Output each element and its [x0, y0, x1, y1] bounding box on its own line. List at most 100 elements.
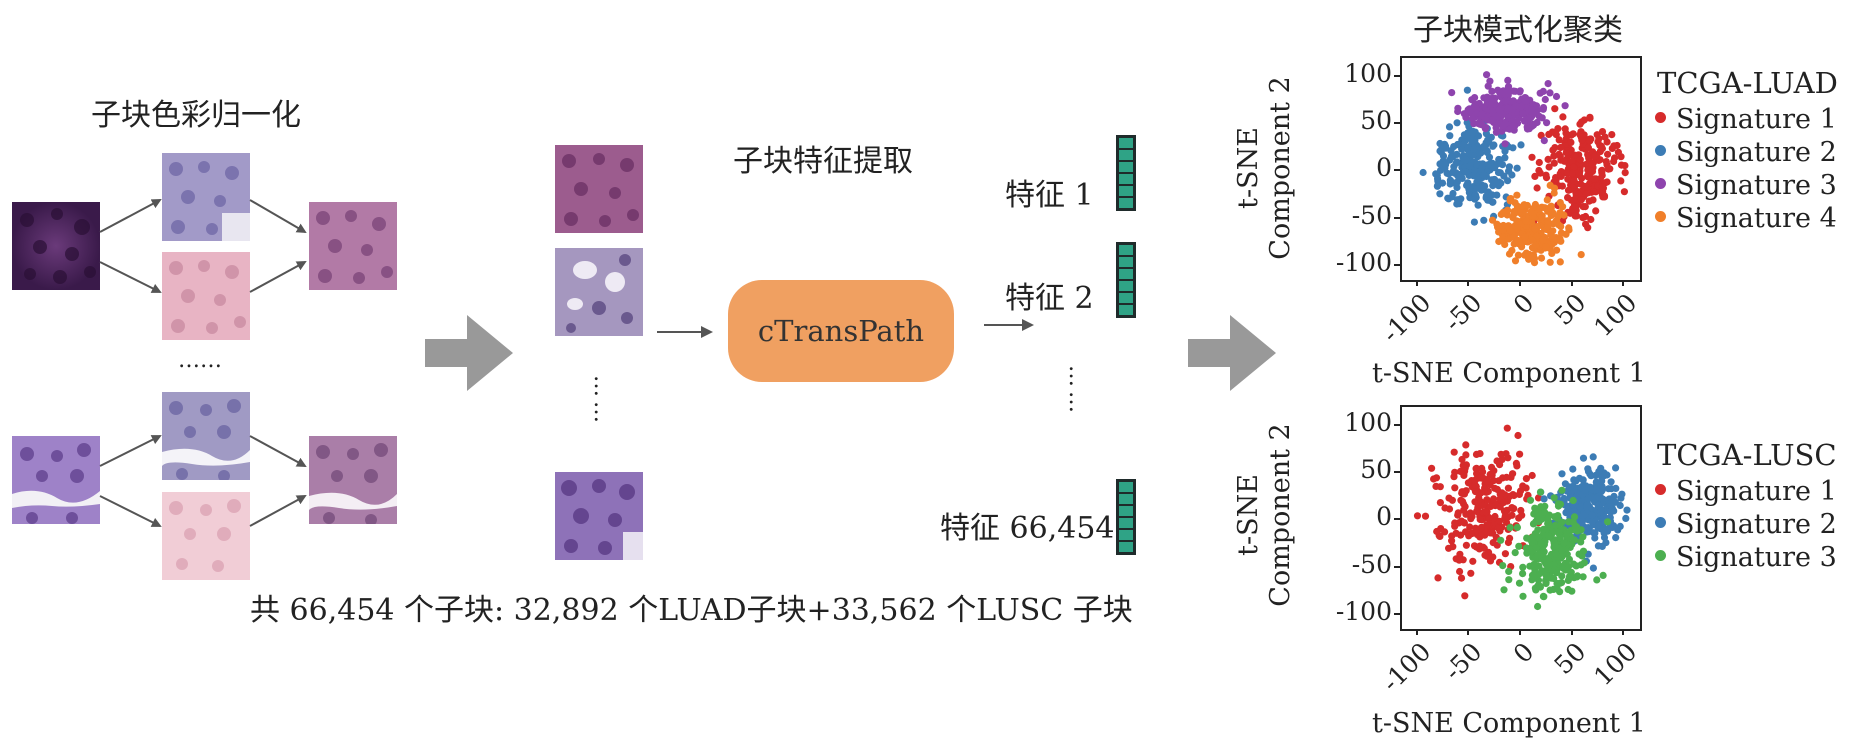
scatter-point — [1564, 186, 1573, 194]
scatter-point — [1504, 538, 1512, 547]
scatter-point — [1555, 136, 1563, 144]
scatter-point — [1543, 196, 1551, 204]
scatter-point — [1594, 501, 1602, 510]
scatter-point — [1474, 201, 1482, 209]
scatter-point — [1471, 488, 1480, 496]
scatter-point — [1508, 504, 1516, 512]
scatter-point — [1566, 572, 1574, 580]
scatter-point — [1598, 144, 1606, 153]
ctranspath-model-box: cTransPath — [728, 280, 954, 382]
scatter-point — [1481, 484, 1489, 492]
scatter-point — [1469, 557, 1477, 565]
reference-tile-4 — [162, 492, 250, 580]
scatter-point — [1464, 144, 1472, 152]
plot1-legend-title: TCGA-LUAD — [1657, 66, 1838, 100]
scatter-point — [1532, 102, 1541, 110]
scatter-point — [1556, 235, 1564, 243]
scatter-point — [1471, 476, 1479, 484]
plot1-legend-item: Signature 3 — [1655, 170, 1837, 201]
plot2-ytick-mark — [1394, 565, 1400, 568]
scatter-point — [1437, 148, 1445, 156]
scatter-point — [1569, 465, 1577, 473]
scatter-point — [1544, 520, 1552, 528]
scatter-point — [1528, 471, 1536, 480]
scatter-point — [1553, 579, 1561, 588]
scatter-point — [1509, 470, 1517, 478]
plot2-scatter — [1413, 424, 1631, 611]
scatter-point — [1577, 196, 1585, 204]
scatter-point — [1436, 160, 1444, 168]
scatter-point — [1595, 524, 1603, 532]
scatter-point — [1614, 148, 1622, 156]
scatter-point — [1509, 97, 1517, 105]
scatter-point — [1594, 138, 1602, 146]
scatter-point — [1441, 528, 1449, 536]
scatter-point — [1598, 183, 1606, 191]
scatter-point — [1603, 471, 1611, 479]
scatter-point — [1534, 602, 1542, 611]
scatter-point — [1534, 551, 1542, 559]
footer-summary: 共 66,454 个子块: 32,892 个LUAD子块+33,562 个LUS… — [250, 593, 1133, 628]
scatter-point — [1533, 184, 1541, 192]
scatter-point — [1519, 563, 1527, 571]
scatter-point — [1610, 154, 1619, 162]
scatter-point — [1501, 97, 1509, 105]
scatter-point — [1449, 543, 1457, 551]
scatter-point — [1436, 190, 1444, 198]
scatter-point — [1572, 203, 1580, 211]
scatter-point — [1479, 160, 1487, 168]
scatter-point — [1452, 159, 1460, 167]
scatter-point — [1449, 189, 1457, 198]
feature-vector-1 — [1116, 135, 1136, 211]
plot2-xtick-mark — [1415, 629, 1418, 635]
scatter-point — [1544, 222, 1552, 230]
flow-arrow-1 — [425, 315, 513, 391]
scatter-point — [1568, 169, 1576, 178]
scatter-point — [1517, 141, 1525, 149]
scatter-point — [1498, 235, 1506, 244]
plot1-ylabel: t-SNE Component 2 — [1233, 76, 1296, 260]
scatter-point — [1514, 236, 1522, 244]
scatter-point — [1550, 159, 1558, 167]
legend-label: Signature 4 — [1676, 203, 1837, 234]
scatter-point — [1480, 94, 1488, 102]
scatter-point — [1533, 515, 1541, 523]
scatter-point — [1551, 521, 1559, 529]
scatter-point — [1570, 476, 1578, 484]
scatter-point — [1515, 490, 1523, 498]
feature-label-3: 特征 66,454 — [940, 511, 1115, 546]
scatter-point — [1455, 556, 1463, 564]
scatter-point — [1608, 498, 1616, 506]
scatter-point — [1550, 494, 1558, 502]
plot1-legend-item: Signature 2 — [1655, 137, 1837, 168]
scatter-point — [1511, 549, 1519, 557]
scatter-point — [1505, 250, 1514, 258]
scatter-point — [1456, 567, 1464, 576]
scatter-point — [1480, 216, 1488, 224]
scatter-point — [1584, 524, 1592, 532]
scatter-point — [1608, 131, 1616, 139]
scatter-point — [1537, 254, 1546, 262]
scatter-point — [1589, 196, 1597, 204]
scatter-point — [1561, 102, 1569, 110]
scatter-point — [1545, 532, 1553, 540]
scatter-point — [1478, 110, 1486, 118]
scatter-point — [1579, 214, 1587, 222]
scatter-point — [1482, 508, 1490, 516]
scatter-point — [1581, 182, 1589, 190]
scatter-point — [1517, 506, 1525, 515]
scatter-point — [1504, 513, 1512, 521]
scatter-point — [1539, 236, 1547, 244]
scatter-point — [1546, 258, 1554, 266]
plot2-ytick-mark — [1394, 471, 1400, 474]
scatter-point — [1489, 198, 1497, 206]
scatter-point — [1476, 515, 1484, 524]
scatter-point — [1538, 213, 1546, 221]
scatter-point — [1547, 211, 1555, 220]
scatter-point — [1532, 544, 1540, 552]
scatter-point — [1445, 195, 1453, 203]
plot2-legend-item: Signature 3 — [1655, 542, 1837, 573]
scatter-point — [1449, 167, 1457, 175]
scatter-point — [1446, 132, 1454, 140]
plot1-xtick: -100 — [1375, 288, 1437, 349]
